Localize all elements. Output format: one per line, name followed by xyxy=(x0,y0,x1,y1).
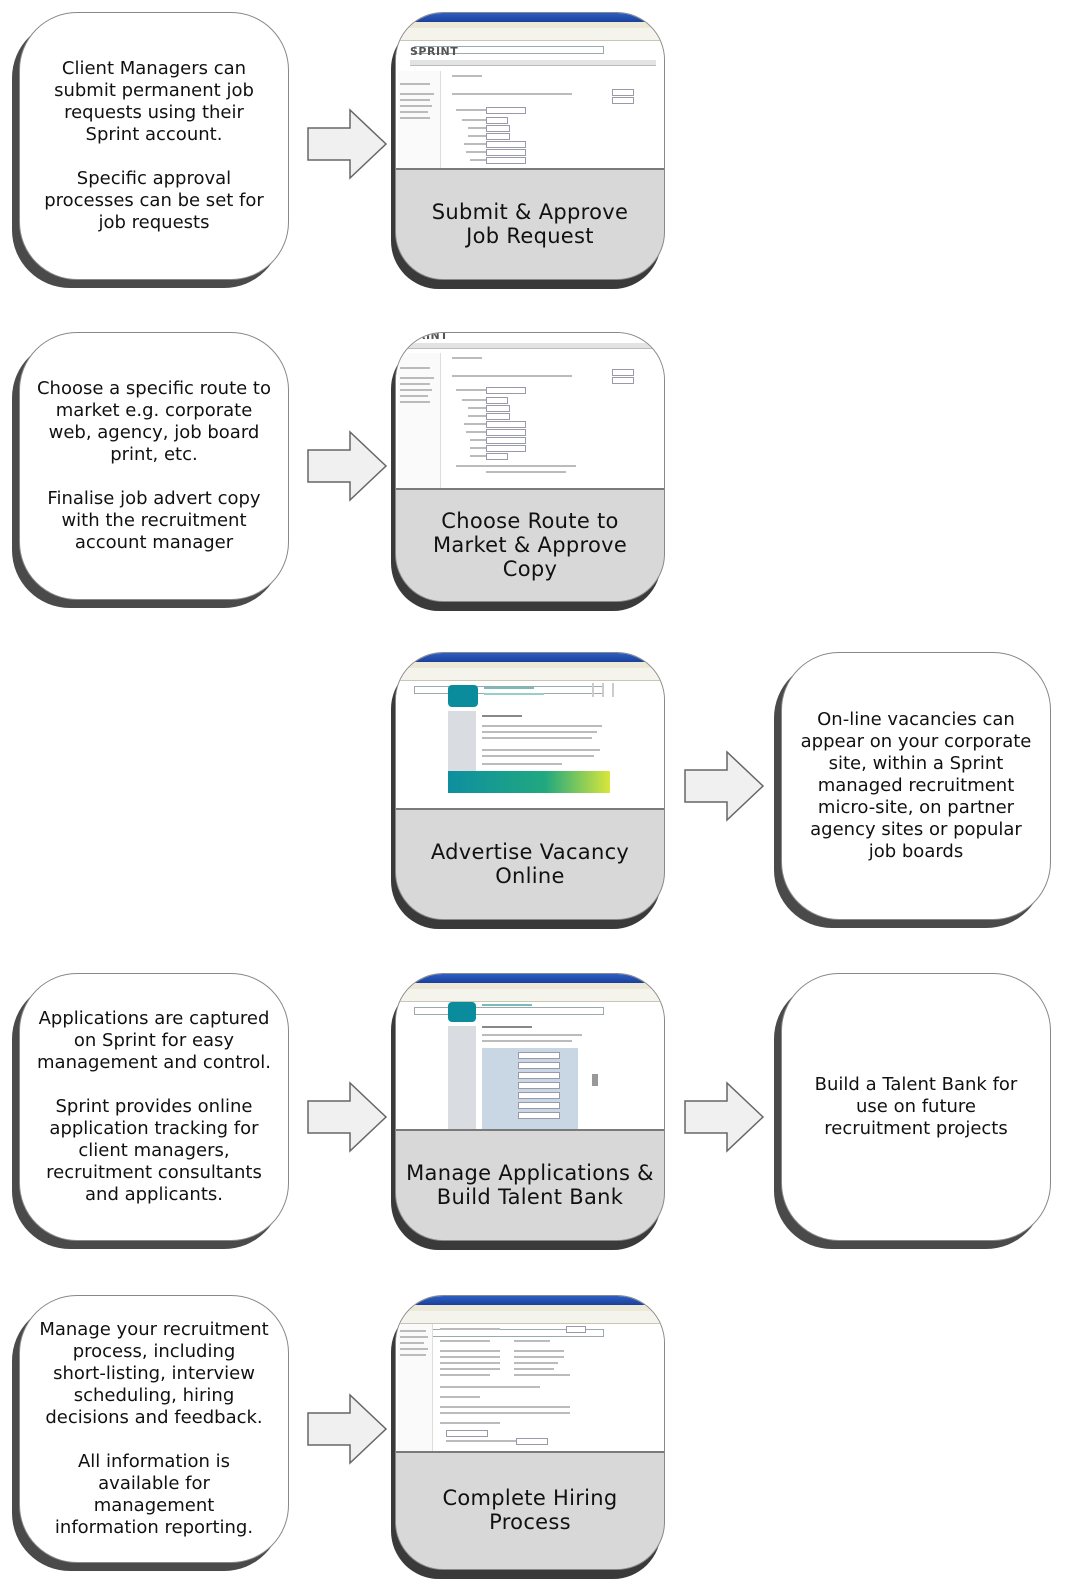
description-box-talent-bank: Build a Talent Bank for use on future re… xyxy=(781,973,1051,1241)
step-card-advertise-online: Advertise Vacancy Online xyxy=(395,652,665,920)
description-box-hiring-process: Manage your recruitment process, includi… xyxy=(19,1295,289,1563)
screenshot-sprint-route-form: SPRINT xyxy=(396,333,664,490)
description-box-applications: Applications are captured on Sprint for … xyxy=(19,973,289,1241)
description-box-submit-job: Client Managers can submit permanent job… xyxy=(19,12,289,280)
arrow-right-icon xyxy=(684,750,765,822)
step-label: Advertise Vacancy Online xyxy=(430,839,630,888)
arrow-right-icon xyxy=(307,1081,388,1153)
step-label: Manage Applications & Build Talent Bank xyxy=(406,1160,654,1209)
arrow-right-icon xyxy=(307,430,388,502)
screenshot-sprint-job-form: SPRINT xyxy=(396,13,664,170)
step-label: Submit & Approve Job Request xyxy=(431,199,629,248)
step-card-submit-approve: SPRINT Submit & Approve Job Request xyxy=(395,12,665,280)
sprint-logo: SPRINT xyxy=(400,333,449,342)
screenshot-registration-form xyxy=(396,974,664,1131)
sprint-logo: SPRINT xyxy=(410,45,459,58)
step-card-manage-applications: Manage Applications & Build Talent Bank xyxy=(395,973,665,1241)
step-label: Choose Route to Market & Approve Copy xyxy=(432,508,628,581)
screenshot-vacancies-site xyxy=(396,653,664,810)
arrow-right-icon xyxy=(307,108,388,180)
step-card-route-to-market: SPRINT Choose Route to Market & Approve … xyxy=(395,332,665,602)
arrow-right-icon xyxy=(684,1081,765,1153)
description-box-online-vacancies: On-line vacancies can appear on your cor… xyxy=(781,652,1051,920)
description-box-route-to-market: Choose a specific route to market e.g. c… xyxy=(19,332,289,600)
step-label: Complete Hiring Process xyxy=(442,1486,618,1534)
arrow-right-icon xyxy=(307,1393,388,1465)
screenshot-candidate-record xyxy=(396,1296,664,1453)
step-card-complete-hiring: Complete Hiring Process xyxy=(395,1295,665,1570)
